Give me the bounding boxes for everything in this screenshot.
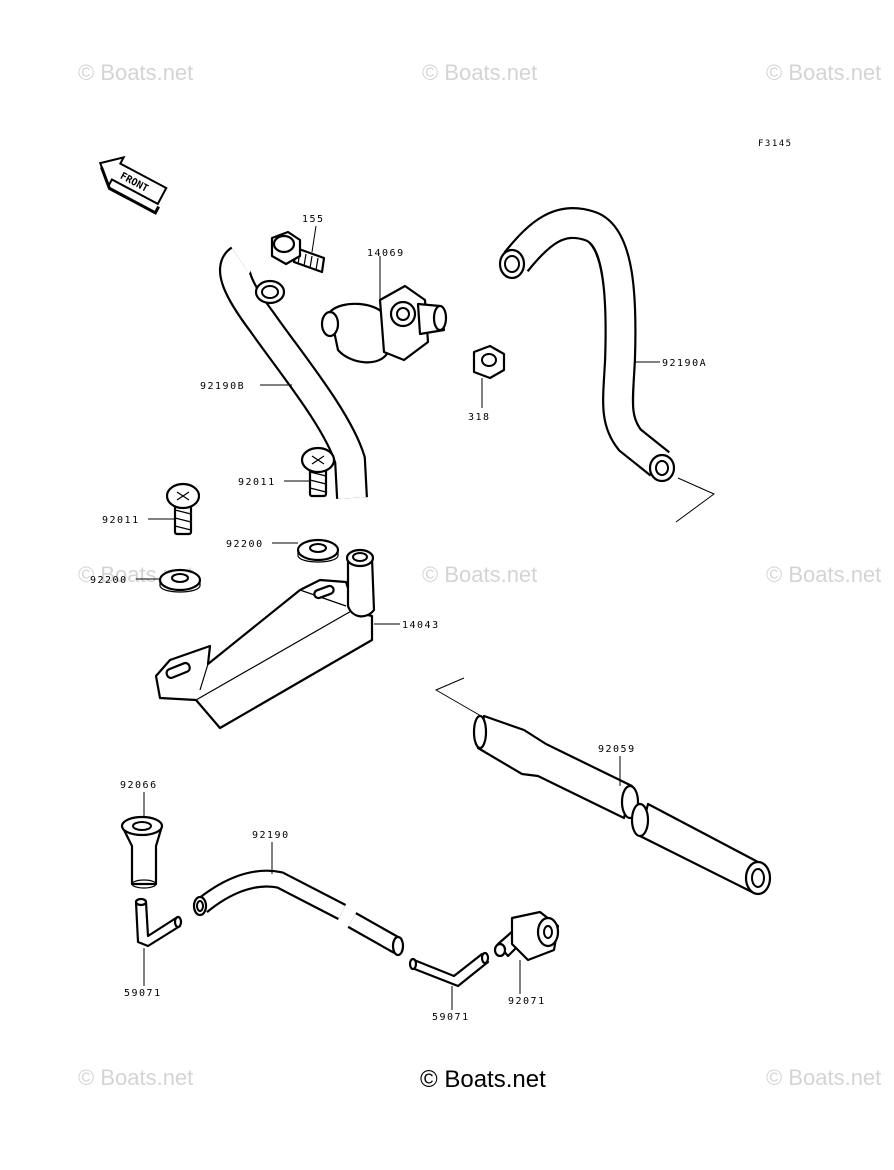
label-92200-upper: 92200: [226, 539, 264, 550]
label-92190A: 92190A: [662, 358, 707, 369]
watermark-top-left: © Boats.net: [78, 60, 193, 85]
fitting-92071: 92071: [493, 910, 560, 1007]
label-155: 155: [302, 214, 325, 225]
label-92200-lower: 92200: [90, 575, 128, 586]
label-92059: 92059: [598, 744, 636, 755]
elbow-59071-left: 59071: [124, 897, 183, 999]
front-arrow-icon: FRONT: [98, 155, 168, 215]
label-92011-upper: 92011: [238, 477, 276, 488]
washer-92200-upper: 92200: [226, 538, 340, 563]
watermark-top-right: © Boats.net: [766, 60, 881, 85]
watermark-bottom-right: © Boats.net: [766, 1065, 881, 1090]
label-318: 318: [468, 412, 491, 423]
hose-92190: 92190: [192, 830, 405, 957]
watermark-mid-right: © Boats.net: [766, 562, 881, 587]
watermark-bottom-left: © Boats.net: [78, 1065, 193, 1090]
label-59071-left: 59071: [124, 988, 162, 999]
label-92190: 92190: [252, 830, 290, 841]
credit-text: © Boats.net: [420, 1066, 546, 1093]
screw-92011-upper: 92011: [238, 446, 336, 498]
label-92011-lower: 92011: [102, 515, 140, 526]
hose-92059: 92059: [434, 677, 772, 896]
watermark-top-center: © Boats.net: [422, 60, 537, 85]
watermarks: © Boats.net © Boats.net © Boats.net © Bo…: [78, 60, 881, 1090]
label-59071-right: 59071: [432, 1012, 470, 1023]
fitting-14069: 14069: [320, 248, 448, 364]
label-92066: 92066: [120, 780, 158, 791]
label-92190B: 92190B: [200, 381, 245, 392]
figure-code: F3145: [758, 139, 793, 149]
watermark-mid-center: © Boats.net: [422, 562, 537, 587]
screw-92011-lower: 92011: [102, 482, 201, 536]
label-14043: 14043: [402, 620, 440, 631]
hose-92190B: 92190B: [200, 246, 368, 499]
bolt-155: 155: [270, 214, 326, 274]
hose-92190A: 92190A: [498, 207, 715, 523]
washer-92200-lower: 92200: [90, 568, 202, 593]
label-92071: 92071: [508, 996, 546, 1007]
grommet-92066: 92066: [120, 780, 164, 889]
label-14069: 14069: [367, 248, 405, 259]
bracket-14043: 14043: [154, 548, 440, 730]
elbow-59071-right: 59071: [408, 951, 490, 1023]
nut-318: 318: [468, 344, 506, 423]
